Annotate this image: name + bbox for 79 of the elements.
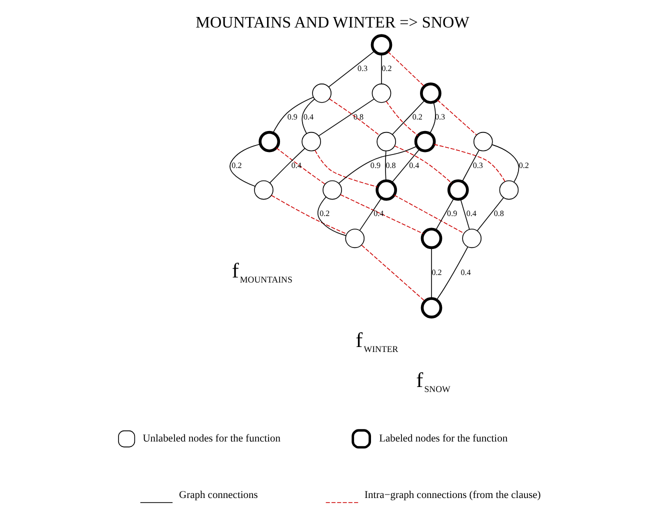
connector <box>491 144 519 182</box>
node-circle <box>371 84 391 103</box>
edge-label: 0.2 <box>231 160 242 170</box>
connector <box>328 50 374 88</box>
node-circle <box>498 180 518 200</box>
connector <box>328 98 380 136</box>
connector <box>380 54 382 84</box>
edge-label: 0.8 <box>493 209 504 218</box>
node-circle <box>312 84 331 103</box>
connector <box>394 146 452 184</box>
edge-label: 0.9 <box>370 160 380 170</box>
connector <box>301 98 314 134</box>
edge-label: 0.9 <box>286 112 297 122</box>
node-circle <box>301 132 320 152</box>
edge-label: 0.4 <box>302 112 314 122</box>
connector <box>272 96 314 134</box>
connector <box>387 51 424 87</box>
legend-label: Labeled nodes for the function <box>378 434 508 445</box>
label: f$_{MOUNTAINS}$ <box>231 258 292 284</box>
connector <box>317 196 346 236</box>
connector <box>229 144 260 187</box>
connector <box>393 194 464 234</box>
node-circle <box>446 179 468 201</box>
node-circle <box>472 132 492 152</box>
node-circle <box>322 180 342 200</box>
connector <box>318 98 374 136</box>
node-circle <box>375 179 397 201</box>
edge-label: 0.2 <box>412 112 422 122</box>
edge-label: 0.2 <box>381 64 392 74</box>
node-circle <box>344 228 364 248</box>
node-circle <box>254 180 273 200</box>
edge-label: 0.9 <box>446 209 457 218</box>
connector <box>270 194 346 234</box>
edge-label: 0.3 <box>357 64 368 74</box>
edge-label: 0.8 <box>385 160 396 170</box>
node-circle <box>420 82 441 104</box>
connector <box>340 194 424 234</box>
node-circle <box>370 34 392 56</box>
label: f$_{WINTER}$ <box>355 328 398 354</box>
legend-label: Unlabeled nodes for the function <box>142 434 280 445</box>
connector <box>430 247 432 299</box>
connector <box>358 198 382 231</box>
connector <box>476 197 504 232</box>
connector <box>314 150 378 188</box>
label: f$_{SNOW}$ <box>416 368 450 394</box>
node-circle <box>376 132 396 152</box>
edge-label: 0.4 <box>290 160 301 170</box>
connector <box>384 150 386 182</box>
connector <box>460 198 470 230</box>
connector <box>436 100 476 136</box>
connector <box>428 102 436 134</box>
connector <box>461 150 479 182</box>
node-circle <box>420 228 442 250</box>
edge-label: 0.4 <box>466 209 476 218</box>
edge-label: 0.8 <box>352 112 364 122</box>
connector <box>275 147 325 185</box>
edge-label: 0.3 <box>472 160 482 170</box>
node-circle <box>258 130 280 152</box>
edge-label: 0.4 <box>373 209 384 218</box>
diagram-title: MOUNTAINS AND WINTER => SNOW <box>195 14 469 32</box>
edge-label: 0.2 <box>319 209 330 218</box>
connector <box>433 144 505 182</box>
connector <box>268 148 305 184</box>
edge-label: 0.4 <box>460 268 470 278</box>
edge-label: 0.2 <box>431 268 442 278</box>
connector <box>436 246 468 300</box>
connector <box>392 100 424 135</box>
edge-label: 0.4 <box>408 160 419 170</box>
legend-label: Graph connections <box>178 490 258 502</box>
legend-label: Intra−graph connections (from the clause) <box>364 490 540 502</box>
node-circle <box>462 228 482 248</box>
node-circle <box>414 130 436 152</box>
node-circle <box>420 297 442 318</box>
connector <box>360 244 425 302</box>
edge-label: 0.2 <box>518 160 528 170</box>
connector <box>385 100 418 136</box>
connector <box>338 146 417 184</box>
connector <box>434 198 454 230</box>
connector <box>391 148 420 183</box>
